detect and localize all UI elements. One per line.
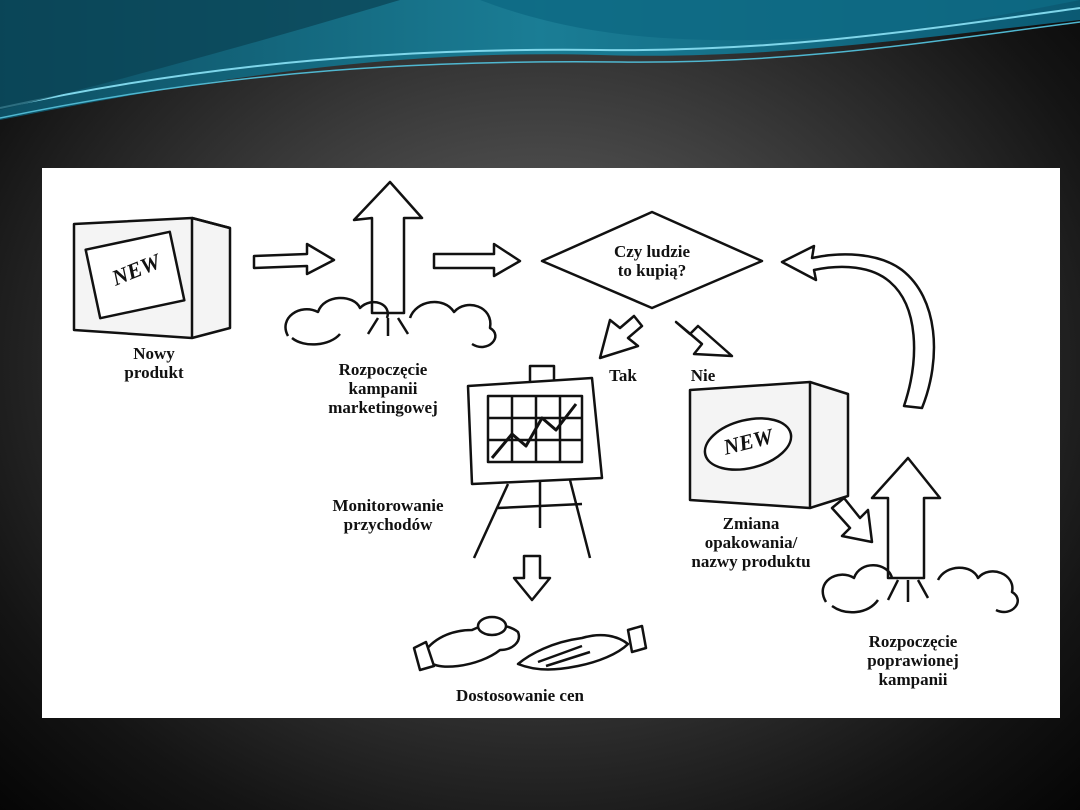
flowchart-panel: Czy ludzie to kupią? NEW NEW Nowy produk… [42,168,1060,718]
new-product-box-icon [72,216,232,340]
feedback-curved-arrow [780,244,936,410]
campaign-rocket-icon [284,180,497,349]
arrow-right-icon [432,242,522,278]
label-adjust-prices: Dostosowanie cen [456,686,584,705]
repackaged-box-icon [688,380,850,510]
label-no: Nie [690,366,716,385]
header-wave-decoration [0,0,1080,120]
label-monitor-revenue: Monitorowanie przychodów [332,496,444,534]
label-change-packaging: Zmiana opakowania/ nazwy produktu [691,514,811,571]
arrow-right-icon [252,242,336,276]
arrow-down-right-icon [674,320,734,358]
decision-diamond [540,210,764,310]
decision-label: Czy ludzie to kupią? [613,242,691,280]
arrow-down-icon [512,554,552,602]
label-new-product: Nowy produkt [124,344,184,382]
hands-exchange-icon [412,615,648,672]
label-start-improved-campaign: Rozpoczęcie poprawionej kampanii [867,632,959,689]
improved-campaign-rocket-icon [821,456,1019,614]
flowchart-drawing [72,180,1019,672]
label-start-campaign: Rozpoczęcie kampanii marketingowej [328,360,438,417]
label-yes: Tak [609,366,637,385]
arrow-down-left-icon [598,314,644,360]
revenue-easel-icon [466,364,604,559]
arrow-down-right-icon [830,496,874,544]
